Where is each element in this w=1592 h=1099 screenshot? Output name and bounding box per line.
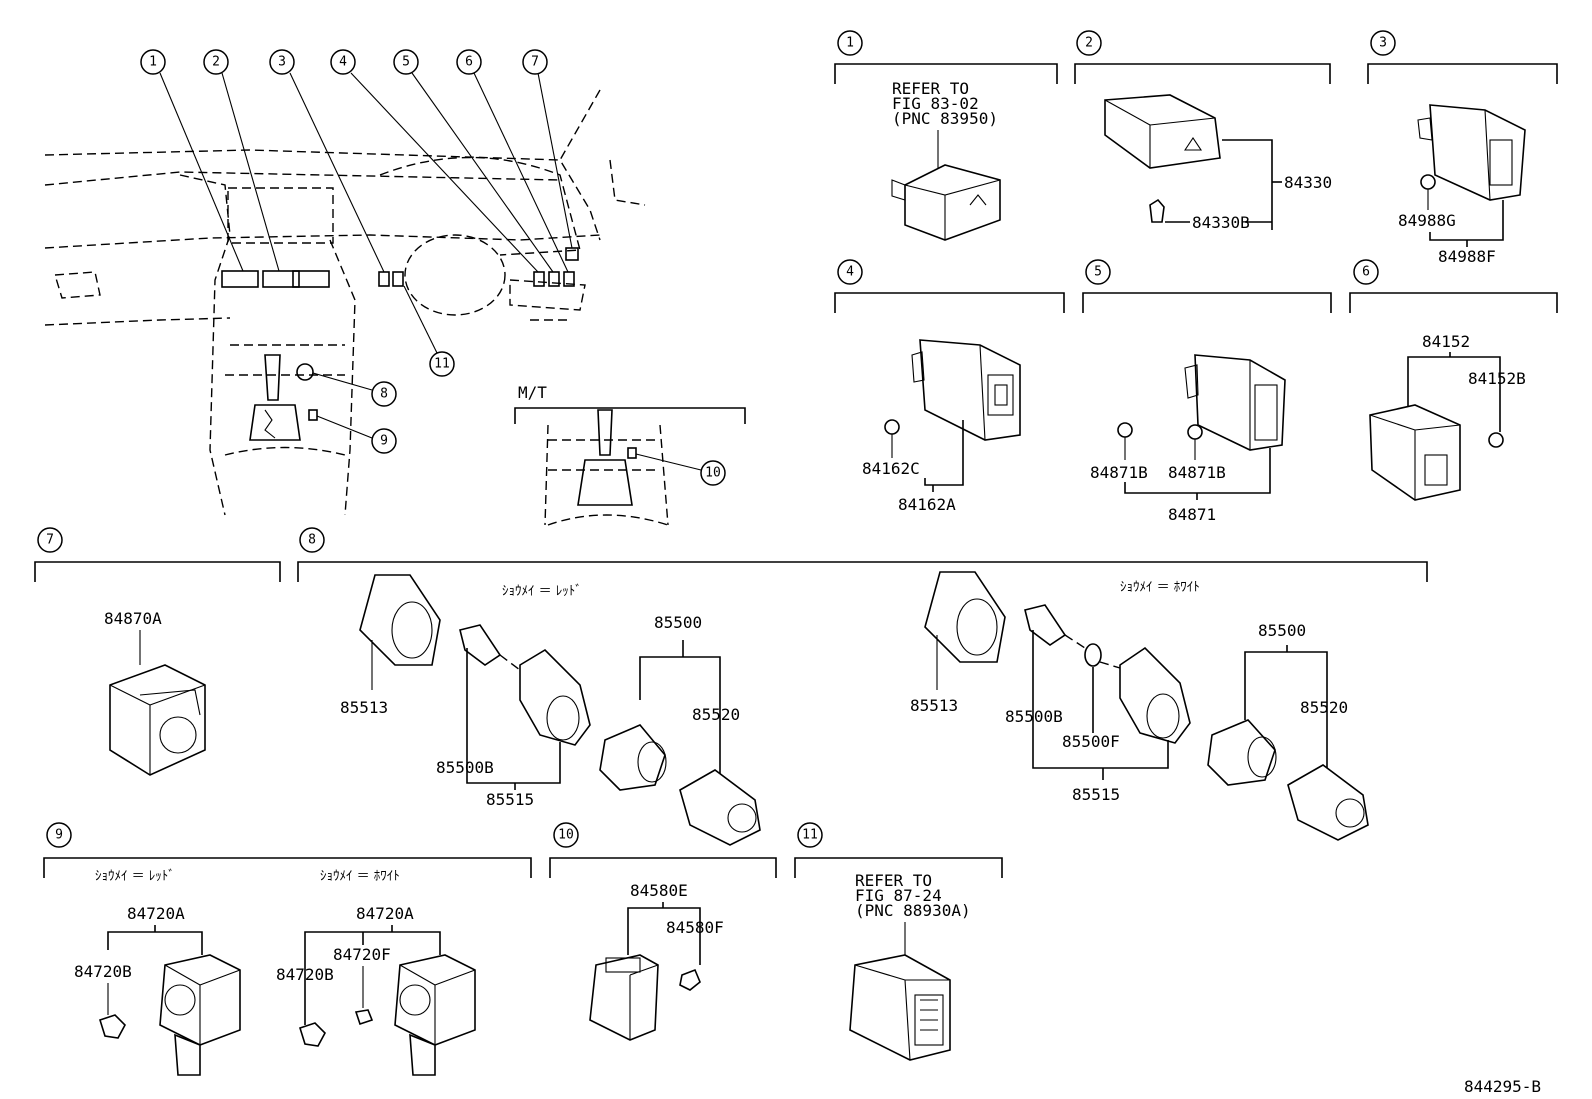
svg-text:11: 11 <box>434 357 450 372</box>
svg-text:10: 10 <box>558 828 574 843</box>
panel-1-note-line1: REFER TO <box>892 79 969 98</box>
panel-1: 1 REFER TO FIG 83-02 (PNC 83950) <box>834 30 1058 241</box>
svg-text:7: 7 <box>46 533 54 548</box>
panel-8-red-85500: 85500 <box>654 613 702 632</box>
panel-9-red-84720B: 84720B <box>74 962 132 981</box>
mt-inset: M/T <box>514 383 746 526</box>
panel-8-red-85513: 85513 <box>340 698 388 717</box>
panel-9: 9 ｼｮｳﾒｲ ＝ ﾚｯﾄﾞ ｼｮｳﾒｲ ＝ ﾎﾜｲﾄ 84720A 84720… <box>43 822 532 1076</box>
panel-8-red-85515: 85515 <box>486 790 534 809</box>
panel-11: 11 REFER TO FIG 87-24 (PNC 88930A) <box>794 822 1003 1061</box>
panel-8-white-85515: 85515 <box>1072 785 1120 804</box>
callout-1: 1 <box>140 49 166 75</box>
part-84152B: 84152B <box>1468 369 1526 388</box>
mt-label: M/T <box>518 383 547 402</box>
panel-11-note-line3: (PNC 88930A) <box>855 901 971 920</box>
svg-text:1: 1 <box>846 36 854 51</box>
panel-9-white-84720F: 84720F <box>333 945 391 964</box>
svg-text:4: 4 <box>846 265 854 280</box>
part-84162C: 84162C <box>862 459 920 478</box>
panel-4: 4 84162C 84162A <box>834 259 1065 514</box>
panel-9-white-84720B: 84720B <box>276 965 334 984</box>
panel-11-note-line2: FIG 87-24 <box>855 886 942 905</box>
panel-8-red-85500B: 85500B <box>436 758 494 777</box>
svg-text:3: 3 <box>278 55 286 70</box>
svg-text:8: 8 <box>380 387 388 402</box>
svg-text:2: 2 <box>1085 36 1093 51</box>
panel-5: 5 84871B 84871B 84871 <box>1082 259 1332 524</box>
panel-10: 10 84580E 84580F <box>549 822 777 1041</box>
svg-text:10: 10 <box>705 466 721 481</box>
svg-text:6: 6 <box>465 55 473 70</box>
part-84152: 84152 <box>1422 332 1470 351</box>
callout-9: 9 <box>371 428 397 454</box>
svg-text:7: 7 <box>531 55 539 70</box>
callout-8: 8 <box>371 381 397 407</box>
panel-9-white-heading: ｼｮｳﾒｲ ＝ ﾎﾜｲﾄ <box>320 869 400 884</box>
callout-3: 3 <box>269 49 295 75</box>
panel-8-white-85500F: 85500F <box>1062 732 1120 751</box>
svg-text:3: 3 <box>1379 36 1387 51</box>
panel-8-red-85520: 85520 <box>692 705 740 724</box>
panel-8: 8 ｼｮｳﾒｲ ＝ ﾚｯﾄﾞ 85513 85500B 85515 85500 … <box>297 527 1428 846</box>
overview-leaders <box>159 72 573 439</box>
svg-text:5: 5 <box>402 55 410 70</box>
svg-text:1: 1 <box>149 55 157 70</box>
svg-text:8: 8 <box>308 533 316 548</box>
panel-8-white-85513: 85513 <box>910 696 958 715</box>
callout-7: 7 <box>522 49 548 75</box>
panel-2: 2 84330 84330B <box>1074 30 1332 232</box>
panel-8-red-heading: ｼｮｳﾒｲ ＝ ﾚｯﾄﾞ <box>502 584 582 599</box>
svg-text:9: 9 <box>55 828 63 843</box>
part-84871: 84871 <box>1168 505 1216 524</box>
overview-callouts: 1 2 3 4 5 6 7 8 9 10 11 <box>140 49 726 486</box>
panel-1-note-line3: (PNC 83950) <box>892 109 998 128</box>
part-84988F: 84988F <box>1438 247 1496 266</box>
panel-11-note-line1: REFER TO <box>855 871 932 890</box>
part-84870A: 84870A <box>104 609 162 628</box>
drawing-number: 844295-B <box>1464 1077 1541 1096</box>
part-84330: 84330 <box>1284 173 1332 192</box>
part-84871B-right: 84871B <box>1168 463 1226 482</box>
svg-text:4: 4 <box>339 55 347 70</box>
svg-text:2: 2 <box>212 55 220 70</box>
panel-6: 6 84152 84152B <box>1349 259 1558 501</box>
callout-11: 11 <box>429 351 455 377</box>
panel-9-white-84720A: 84720A <box>356 904 414 923</box>
dashboard-overview <box>44 89 646 516</box>
callout-5: 5 <box>393 49 419 75</box>
part-84580F: 84580F <box>666 918 724 937</box>
part-84162A: 84162A <box>898 495 956 514</box>
callout-2: 2 <box>203 49 229 75</box>
panel-8-white-heading: ｼｮｳﾒｲ ＝ ﾎﾜｲﾄ <box>1120 580 1200 595</box>
callout-10: 10 <box>700 460 726 486</box>
part-84871B-left: 84871B <box>1090 463 1148 482</box>
svg-text:11: 11 <box>802 828 818 843</box>
svg-text:5: 5 <box>1094 265 1102 280</box>
callout-6: 6 <box>456 49 482 75</box>
panel-7: 7 84870A <box>34 527 281 776</box>
panel-8-white-85520: 85520 <box>1300 698 1348 717</box>
part-84580E: 84580E <box>630 881 688 900</box>
panel-1-note-line2: FIG 83-02 <box>892 94 979 113</box>
callout-4: 4 <box>330 49 356 75</box>
part-84330B: 84330B <box>1192 213 1250 232</box>
part-84988G: 84988G <box>1398 211 1456 230</box>
panel-8-white-85500: 85500 <box>1258 621 1306 640</box>
panel-8-white-85500B: 85500B <box>1005 707 1063 726</box>
panel-9-red-84720A: 84720A <box>127 904 185 923</box>
panel-9-red-heading: ｼｮｳﾒｲ ＝ ﾚｯﾄﾞ <box>95 869 175 884</box>
svg-text:9: 9 <box>380 434 388 449</box>
panel-3: 3 84988G 84988F <box>1367 30 1558 266</box>
svg-text:6: 6 <box>1362 265 1370 280</box>
